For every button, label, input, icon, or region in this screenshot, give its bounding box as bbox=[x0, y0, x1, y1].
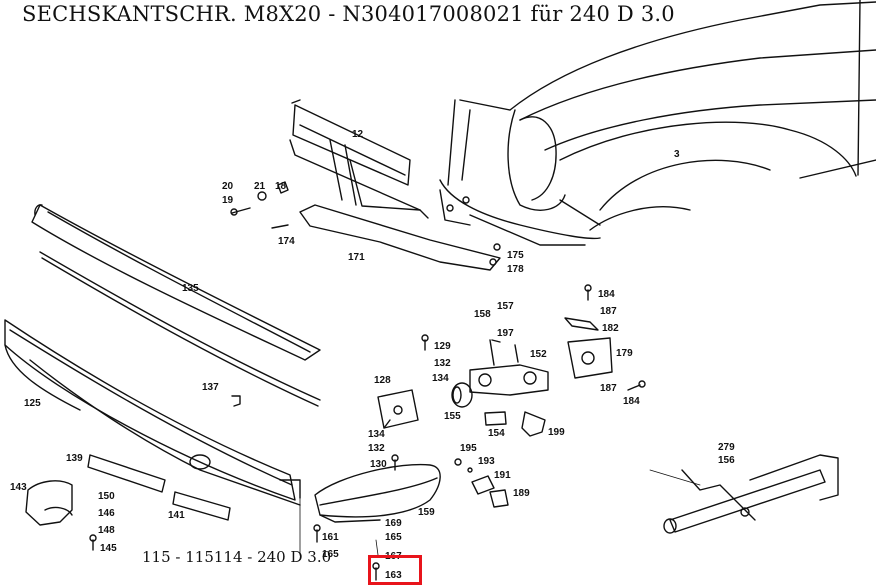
label-128[interactable]: 128 bbox=[374, 375, 391, 386]
part-front-bumper bbox=[4, 319, 301, 506]
label-143[interactable]: 143 bbox=[10, 482, 27, 493]
part-labels: 3 12 20 19 21 18 174 171 175 178 135 137… bbox=[10, 129, 735, 581]
label-152[interactable]: 152 bbox=[530, 349, 547, 360]
label-150[interactable]: 150 bbox=[98, 491, 115, 502]
label-179[interactable]: 179 bbox=[616, 348, 633, 359]
label-134a[interactable]: 134 bbox=[432, 373, 449, 384]
label-189[interactable]: 189 bbox=[513, 488, 530, 499]
label-18[interactable]: 18 bbox=[275, 181, 287, 192]
part-clip-189 bbox=[489, 489, 509, 508]
label-187b[interactable]: 187 bbox=[600, 383, 617, 394]
label-165a[interactable]: 165 bbox=[385, 532, 402, 543]
part-spoiler bbox=[299, 204, 501, 271]
label-184a[interactable]: 184 bbox=[598, 289, 615, 300]
label-130[interactable]: 130 bbox=[370, 459, 387, 470]
highlight-box-163 bbox=[368, 555, 422, 585]
label-125[interactable]: 125 bbox=[24, 398, 41, 409]
label-161[interactable]: 161 bbox=[322, 532, 339, 543]
part-bracket-199 bbox=[521, 411, 546, 437]
label-157[interactable]: 157 bbox=[497, 301, 514, 312]
part-bushing bbox=[451, 382, 473, 408]
label-191[interactable]: 191 bbox=[494, 470, 511, 481]
part-fasteners bbox=[89, 181, 646, 581]
label-135[interactable]: 135 bbox=[182, 283, 199, 294]
label-12[interactable]: 12 bbox=[352, 129, 364, 140]
part-bumper-corner bbox=[314, 463, 441, 523]
label-169[interactable]: 169 bbox=[385, 518, 402, 529]
part-washer-191 bbox=[471, 475, 495, 495]
label-141[interactable]: 141 bbox=[168, 510, 185, 521]
label-199[interactable]: 199 bbox=[548, 427, 565, 438]
label-137[interactable]: 137 bbox=[202, 382, 219, 393]
label-159[interactable]: 159 bbox=[418, 507, 435, 518]
part-plate-182 bbox=[564, 317, 599, 331]
label-148[interactable]: 148 bbox=[98, 525, 115, 536]
part-bumper-pads bbox=[87, 454, 231, 521]
part-grille-frame bbox=[289, 99, 429, 219]
label-197[interactable]: 197 bbox=[497, 328, 514, 339]
label-129[interactable]: 129 bbox=[434, 341, 451, 352]
part-end-cap bbox=[25, 480, 73, 526]
label-187a[interactable]: 187 bbox=[600, 306, 617, 317]
label-158[interactable]: 158 bbox=[474, 309, 491, 320]
part-bracket-179 bbox=[567, 337, 613, 379]
part-bracket-128 bbox=[377, 389, 419, 429]
label-139[interactable]: 139 bbox=[66, 453, 83, 464]
label-134b[interactable]: 134 bbox=[368, 429, 385, 440]
part-rubber-strip bbox=[39, 251, 321, 407]
leader-lines bbox=[299, 469, 701, 556]
label-20[interactable]: 20 bbox=[222, 181, 234, 192]
label-132b[interactable]: 132 bbox=[368, 443, 385, 454]
part-clip-154 bbox=[484, 411, 507, 426]
page-title: SECHSKANTSCHR. M8X20 - N304017008021 für… bbox=[22, 2, 675, 26]
part-bumper-strip bbox=[31, 204, 321, 361]
label-3[interactable]: 3 bbox=[674, 149, 680, 160]
part-mount-assembly bbox=[469, 339, 549, 396]
part-fender bbox=[439, 0, 876, 246]
label-19[interactable]: 19 bbox=[222, 195, 234, 206]
label-182[interactable]: 182 bbox=[602, 323, 619, 334]
label-145[interactable]: 145 bbox=[100, 543, 117, 554]
label-178[interactable]: 178 bbox=[507, 264, 524, 275]
label-193[interactable]: 193 bbox=[478, 456, 495, 467]
label-21[interactable]: 21 bbox=[254, 181, 266, 192]
label-154[interactable]: 154 bbox=[488, 428, 505, 439]
label-184b[interactable]: 184 bbox=[623, 396, 640, 407]
label-195[interactable]: 195 bbox=[460, 443, 477, 454]
label-132a[interactable]: 132 bbox=[434, 358, 451, 369]
label-171[interactable]: 171 bbox=[348, 252, 365, 263]
label-146[interactable]: 146 bbox=[98, 508, 115, 519]
label-165b[interactable]: 165 bbox=[322, 549, 339, 560]
diagram-caption: 115 - 115114 - 240 D 3.0 bbox=[142, 548, 332, 566]
label-174[interactable]: 174 bbox=[278, 236, 295, 247]
label-175[interactable]: 175 bbox=[507, 250, 524, 261]
label-163[interactable]: 163 bbox=[385, 570, 402, 581]
label-279[interactable]: 279 bbox=[718, 442, 735, 453]
part-shock-absorber bbox=[663, 454, 839, 534]
label-156[interactable]: 156 bbox=[718, 455, 735, 466]
label-155[interactable]: 155 bbox=[444, 411, 461, 422]
